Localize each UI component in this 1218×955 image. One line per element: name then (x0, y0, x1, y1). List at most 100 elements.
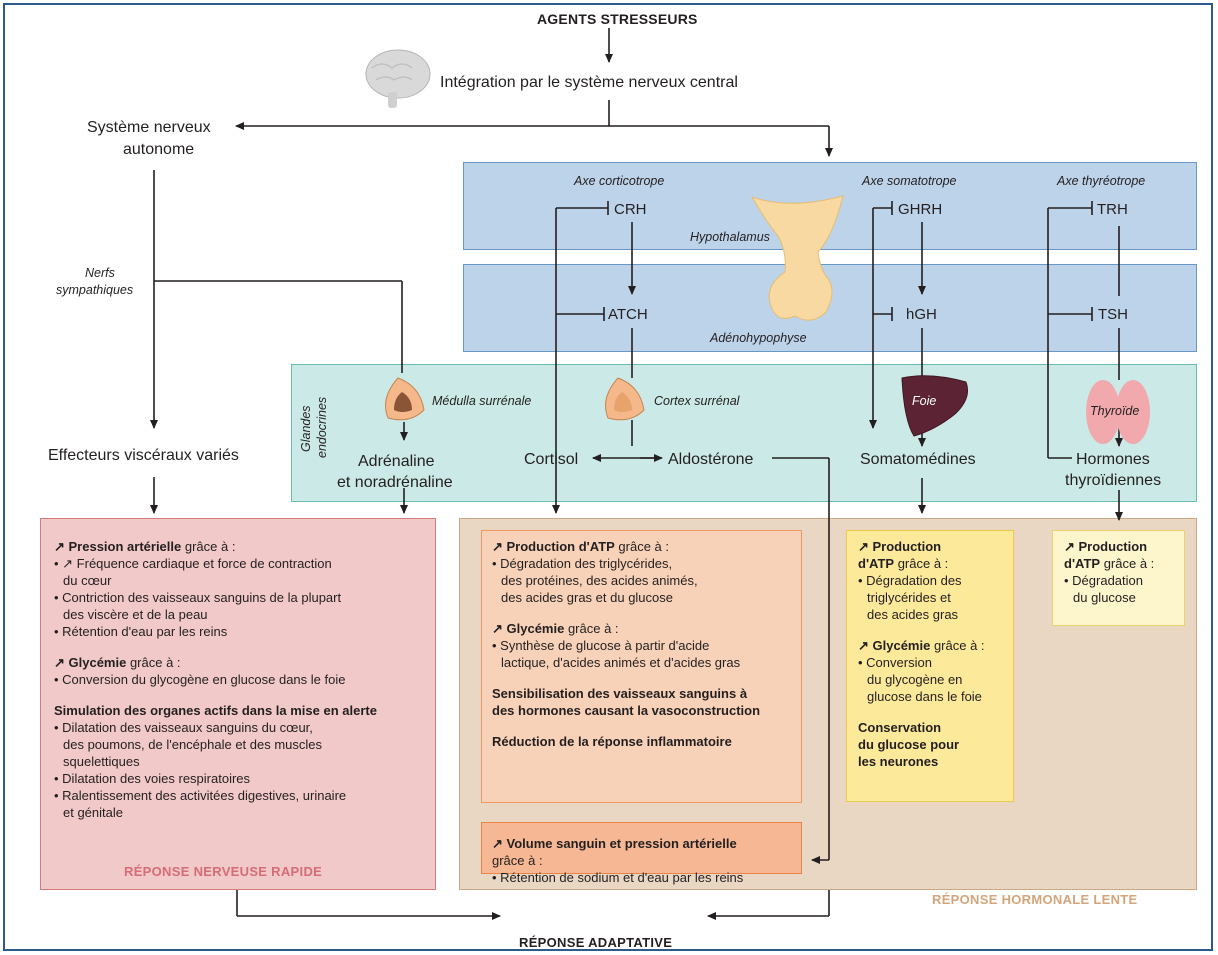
glycemia-title: Glycémie (68, 655, 127, 670)
nervous-box-content: ↗ Pression artérielle grâce à : • ↗ Fréq… (54, 538, 429, 821)
inflammation-reduction: Réduction de la réponse inflammatoire (492, 734, 732, 749)
atp-suffix: grâce à : (1100, 556, 1155, 571)
atp-item: • Dégradation des triglycérides, (492, 556, 673, 571)
glycemia-item: • Synthèse de glucose à partir d'acide (492, 638, 710, 653)
ans-label-line2: autonome (123, 141, 195, 158)
hypophysis-icon (750, 195, 844, 321)
liver-label: Foie (912, 394, 937, 408)
bp-suffix: grâce à : (181, 539, 236, 554)
adenohypophyse-band (463, 264, 1197, 352)
blood-volume-item: • Rétention de sodium et d'eau par les r… (492, 870, 744, 885)
cortisol-label: Cortisol (524, 451, 579, 468)
adenohypophyse-label: Adénohypophyse (710, 331, 807, 345)
sympathetic-nerves-line2: sympathiques (56, 283, 134, 297)
blood-volume-title: Volume sanguin et pression artérielle (506, 836, 737, 851)
atp-title: d'ATP (1064, 556, 1101, 571)
bp-item: du cœur (63, 573, 112, 588)
endocrine-glands-line1: Glandes (299, 405, 313, 452)
endocrine-band (291, 364, 1197, 502)
atp-suffix: grâce à : (614, 539, 670, 554)
adrenaline-line1: Adrénaline (358, 453, 435, 470)
cns-integration-label: Intégration par le système nerveux centr… (440, 74, 738, 91)
somatomedine-effects-box (846, 530, 1014, 802)
aldosterone-box-content: ↗ Volume sanguin et pression artérielle … (492, 835, 797, 886)
trh-label: TRH (1097, 201, 1128, 218)
glycemia-item: • Conversion (858, 655, 932, 670)
axis-corticotrope-label: Axe corticotrope (574, 174, 665, 188)
simulation-item: • Dilatation des voies respiratoires (54, 771, 251, 786)
bp-item: • Contriction des vaisseaux sanguins de … (54, 590, 342, 605)
glycemia-item: • Conversion du glycogène en glucose dan… (54, 672, 346, 687)
simulation-item: • Ralentissement des activitées digestiv… (54, 788, 347, 803)
visceral-effectors-label: Effecteurs viscéraux variés (48, 447, 239, 464)
glycemia-suffix: grâce à : (564, 621, 619, 636)
tsh-label: TSH (1098, 306, 1128, 323)
simulation-item: • Dilatation des vaisseaux sanguins du c… (54, 720, 313, 735)
atp-title: Production (872, 539, 942, 554)
atp-item: • Dégradation (1064, 573, 1143, 588)
atp-item: des protéines, des acides animés, (501, 573, 698, 588)
simulation-item: des poumons, de l'encéphale et des muscl… (63, 737, 323, 752)
atp-item: du glucose (1073, 590, 1136, 605)
atp-title: Production d'ATP (506, 539, 615, 554)
atp-suffix: grâce à : (894, 556, 949, 571)
atp-item: des acides gras et du glucose (501, 590, 673, 605)
ghrh-label: GHRH (898, 201, 943, 218)
adrenal-cortex-icon (605, 377, 645, 421)
hypothalamus-band (463, 162, 1197, 250)
atp-item: des acides gras (867, 607, 959, 622)
glycemia-title: Glycémie (872, 638, 931, 653)
conservation-line: les neurones (858, 754, 939, 769)
adrenal-medulla-icon (385, 377, 425, 421)
stressors-title: AGENTS STRESSEURS (537, 11, 698, 27)
glycemia-item: lactique, d'acides animés et d'acides gr… (501, 655, 741, 670)
blood-volume-suffix: grâce à : (492, 853, 543, 868)
ans-label-line1: Système nerveux (87, 119, 211, 136)
atp-title: Production (1078, 539, 1148, 554)
thyroid-hormones-line2: thyroïdiennes (1065, 472, 1162, 489)
atp-item: • Dégradation des (858, 573, 962, 588)
axis-thyreotrope-label: Axe thyréotrope (1057, 174, 1146, 188)
glycemia-title: Glycémie (506, 621, 565, 636)
brain-icon (365, 49, 431, 108)
glycemia-item: glucose dans le foie (867, 689, 982, 704)
crh-label: CRH (614, 201, 647, 218)
atp-item: triglycérides et (867, 590, 951, 605)
simulation-item: et génitale (63, 805, 123, 820)
thyroid-box-content: ↗ Production d'ATP grâce à : • Dégradati… (1064, 538, 1182, 606)
thyroid-label: Thyroïde (1090, 404, 1140, 418)
glycemia-item: du glycogène en (867, 672, 963, 687)
conservation-line: du glucose pour (858, 737, 960, 752)
hormonal-footer: RÉPONSE HORMONALE LENTE (932, 892, 1138, 907)
simulation-item: squelettiques (63, 754, 140, 769)
somatomedines-label: Somatomédines (860, 451, 976, 468)
bp-item: • Rétention d'eau par les reins (54, 624, 228, 639)
bp-item: des viscère et de la peau (63, 607, 208, 622)
thyroid-effects-box (1052, 530, 1185, 626)
cortisol-effects-box (481, 530, 802, 803)
diagram-frame (3, 3, 1213, 951)
atch-label: ATCH (608, 306, 648, 323)
bp-title: Pression artérielle (68, 539, 182, 554)
liver-icon (901, 375, 969, 437)
atp-title: d'ATP (858, 556, 895, 571)
medulla-label: Médulla surrénale (432, 394, 532, 408)
hypothalamus-label: Hypothalamus (690, 230, 770, 244)
glycemia-suffix: grâce à : (126, 655, 181, 670)
glycemia-suffix: grâce à : (930, 638, 985, 653)
cortex-label: Cortex surrénal (654, 394, 740, 408)
thyroid-hormones-line1: Hormones (1076, 451, 1150, 468)
aldosterone-effects-box (481, 822, 802, 874)
endocrine-glands-line2: endocrines (315, 396, 329, 458)
sensibilisation-line: Sensibilisation des vaisseaux sanguins à (492, 686, 748, 701)
cortisol-box-content: ↗ Production d'ATP grâce à : • Dégradati… (492, 538, 797, 750)
simulation-title: Simulation des organes actifs dans la mi… (54, 703, 377, 718)
axis-somatotrope-label: Axe somatotrope (862, 174, 957, 188)
adaptive-response-label: RÉPONSE ADAPTATIVE (519, 935, 673, 950)
aldosterone-label: Aldostérone (668, 451, 754, 468)
nervous-response-panel (40, 518, 436, 890)
conservation-line: Conservation (858, 720, 942, 735)
sensibilisation-line: des hormones causant la vasoconstruction (492, 703, 761, 718)
nervous-footer: RÉPONSE NERVEUSE RAPIDE (124, 864, 323, 879)
